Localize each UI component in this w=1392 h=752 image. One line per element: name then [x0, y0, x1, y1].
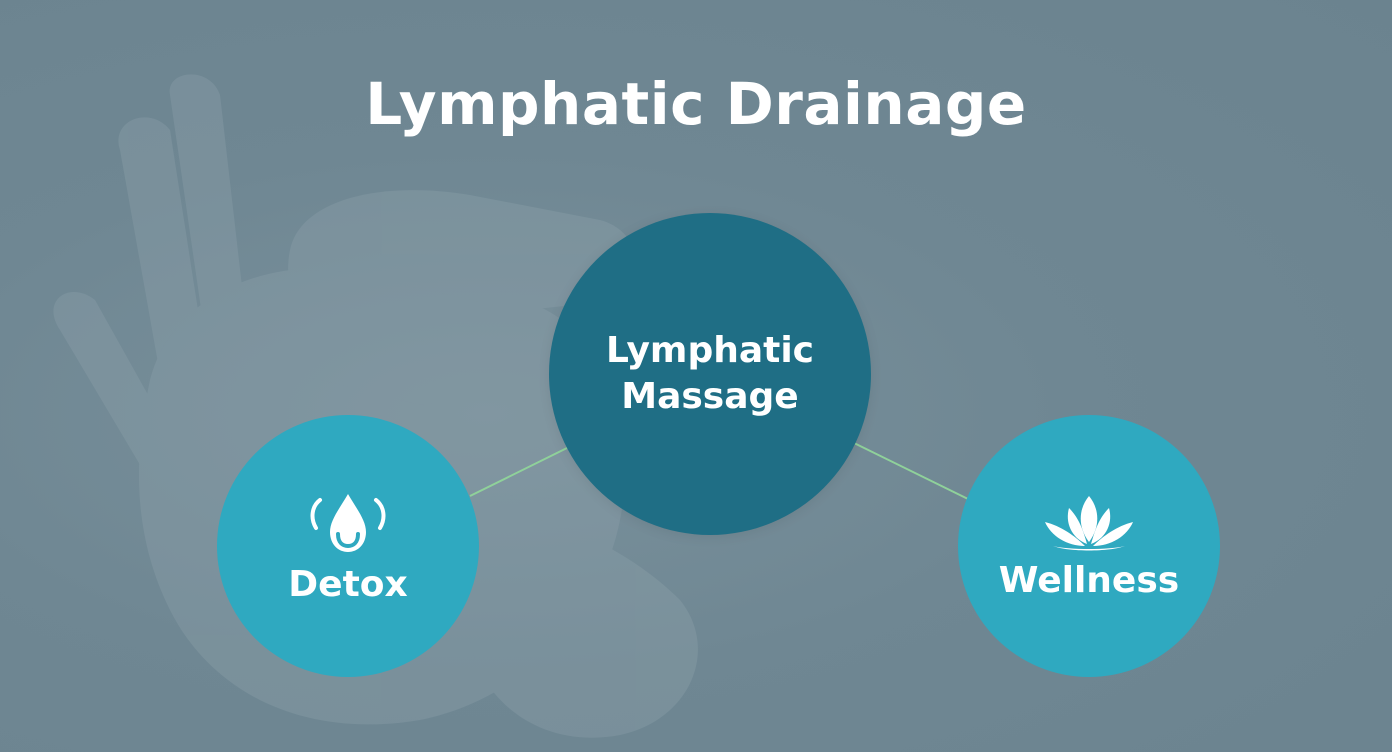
node-wellness: Wellness [958, 415, 1220, 677]
water-drop-icon [310, 493, 386, 552]
center-node-lymphatic-massage: Lymphatic Massage [549, 213, 871, 535]
lotus-icon [1045, 495, 1133, 550]
page-title: Lymphatic Drainage [365, 70, 1027, 138]
node-detox: Detox [217, 415, 479, 677]
connector-left [469, 447, 568, 497]
node-detox-label: Detox [288, 563, 408, 605]
connector-right [853, 442, 969, 500]
center-node-label: Lymphatic Massage [605, 330, 815, 417]
node-wellness-label: Wellness [998, 559, 1180, 601]
